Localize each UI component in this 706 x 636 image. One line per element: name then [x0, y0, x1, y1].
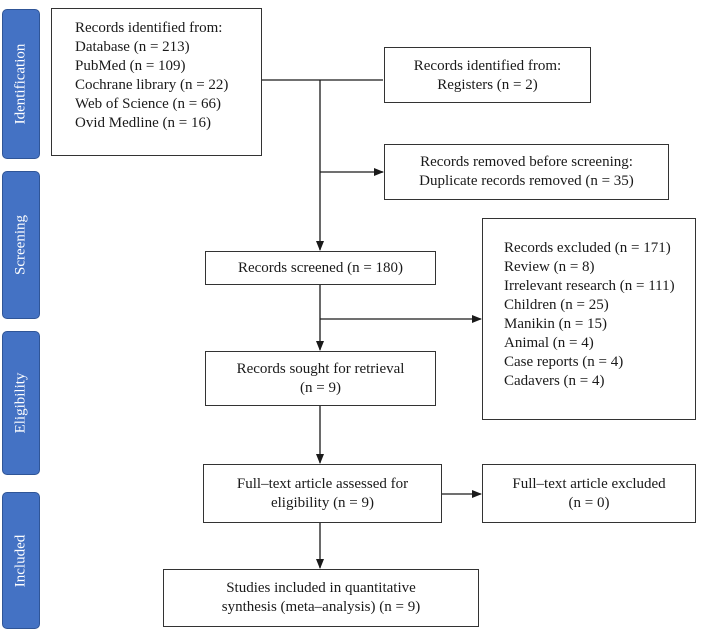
excluded-reason: Review (n = 8) — [504, 259, 595, 275]
box-identified-databases: Records identified from: Database (n = 2… — [51, 8, 262, 156]
box-studies-included: Studies included in quantitative synthes… — [163, 569, 479, 627]
excluded-reason: Manikin (n = 15) — [504, 316, 608, 332]
box-removed-before-screening: Records removed before screening: Duplic… — [384, 144, 669, 200]
identified-databases-item: Ovid Medline (n = 16) — [75, 115, 211, 131]
excluded-reason: Irrelevant research (n = 111) — [504, 278, 675, 294]
removed-heading: Records removed before screening: — [420, 154, 633, 170]
excluded-heading: Records excluded (n = 171) — [504, 240, 671, 256]
excluded-reason: Cadavers (n = 4) — [504, 373, 605, 389]
fulltext-excluded-count: (n = 0) — [568, 495, 610, 511]
retrieval-count: (n = 9) — [300, 380, 341, 396]
box-records-screened: Records screened (n = 180) — [205, 251, 436, 285]
identified-databases-item: Cochrane library (n = 22) — [75, 77, 229, 93]
identified-databases-item: Database (n = 213) — [75, 39, 190, 55]
identified-registers-count: Registers (n = 2) — [437, 77, 538, 93]
box-sought-for-retrieval: Records sought for retrieval (n = 9) — [205, 351, 436, 406]
records-screened-text: Records screened (n = 180) — [237, 260, 404, 276]
retrieval-text: Records sought for retrieval — [236, 361, 405, 377]
box-fulltext-excluded: Full–text article excluded (n = 0) — [482, 464, 696, 523]
excluded-reason: Animal (n = 4) — [504, 335, 594, 351]
studies-included-count: synthesis (meta–analysis) (n = 9) — [221, 599, 421, 615]
identified-databases-heading: Records identified from: — [75, 20, 223, 36]
box-fulltext-assessed: Full–text article assessed for eligibili… — [203, 464, 442, 523]
box-identified-registers: Records identified from: Registers (n = … — [384, 47, 591, 103]
removed-duplicates: Duplicate records removed (n = 35) — [419, 173, 634, 189]
fulltext-assessed-text: Full–text article assessed for — [236, 476, 409, 492]
phase-eligibility: Eligibility — [2, 331, 40, 475]
identified-databases-item: Web of Science (n = 66) — [75, 96, 221, 112]
identified-databases-item: PubMed (n = 109) — [75, 58, 186, 74]
phase-screening: Screening — [2, 171, 40, 319]
phase-identification: Identification — [2, 9, 40, 159]
identified-registers-heading: Records identified from: — [413, 58, 562, 74]
phase-included: Included — [2, 492, 40, 629]
excluded-reason: Children (n = 25) — [504, 297, 609, 313]
studies-included-text: Studies included in quantitative — [226, 580, 416, 596]
excluded-reason: Case reports (n = 4) — [504, 354, 624, 370]
fulltext-assessed-count: eligibility (n = 9) — [270, 495, 375, 511]
fulltext-excluded-text: Full–text article excluded — [512, 476, 666, 492]
box-records-excluded: Records excluded (n = 171) Review (n = 8… — [482, 218, 696, 420]
